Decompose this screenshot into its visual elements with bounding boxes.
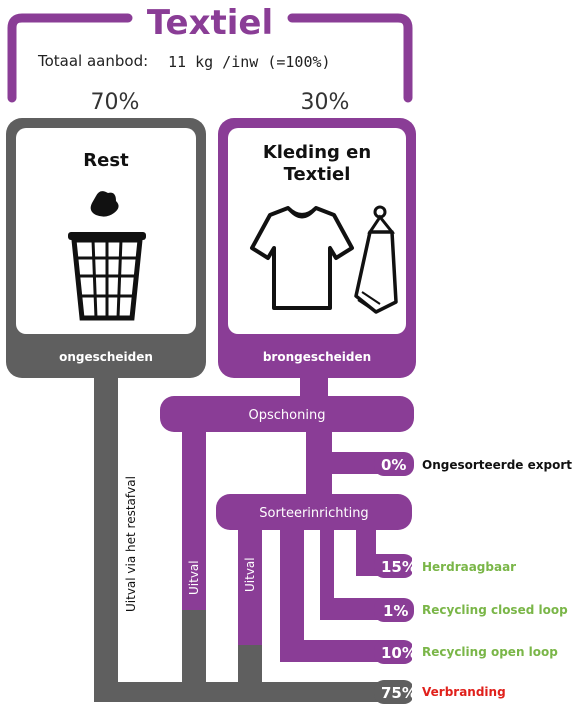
opschoning-label: Opschoning — [249, 408, 326, 423]
output-label: Verbranding — [422, 685, 506, 699]
output-label: Ongesorteerde export — [422, 458, 572, 472]
opschoning-node: Opschoning — [160, 396, 414, 432]
output-ongesorteerde-export: 0% Ongesorteerde export — [374, 452, 572, 476]
output-herdraagbaar: 15% Herdraagbaar — [374, 554, 516, 578]
output-label: Herdraagbaar — [422, 560, 516, 574]
separate-percentage: 30% — [301, 90, 350, 115]
title-bracket — [7, 13, 413, 103]
rest-card-footer: ongescheiden — [59, 350, 153, 364]
rest-card-title: Rest — [83, 150, 129, 171]
textile-card: Kleding en Textiel brongescheiden — [218, 118, 416, 378]
output-verbranding: 75% Verbranding — [374, 680, 506, 704]
trash-bin-icon — [68, 191, 146, 321]
output-recycling-closed-loop: 1% Recycling closed loop — [374, 598, 568, 622]
output-recycling-open-loop: 10% Recycling open loop — [374, 640, 558, 664]
output-label: Recycling closed loop — [422, 603, 568, 617]
restafval-label: Uitval via het restafval — [124, 476, 138, 612]
uitval-label-1: Uitval — [187, 560, 201, 595]
output-label: Recycling open loop — [422, 645, 558, 659]
output-pct: 1% — [383, 602, 408, 620]
output-pct: 15% — [381, 558, 417, 576]
output-pct: 10% — [381, 644, 417, 662]
uitval-label-2: Uitval — [243, 557, 257, 592]
output-pct: 75% — [381, 684, 417, 702]
towel-on-hook-icon — [354, 205, 398, 314]
supply-value: 11 kg /inw (=100%) — [168, 53, 331, 71]
rest-percentage: 70% — [91, 90, 140, 115]
tshirt-icon — [250, 206, 354, 310]
output-pct: 0% — [381, 456, 406, 474]
sorteer-label: Sorteerinrichting — [259, 506, 368, 521]
page-title: Textiel — [147, 3, 273, 43]
grey-flows — [94, 370, 382, 702]
textile-card-title-line2: Textiel — [284, 164, 351, 185]
textile-card-footer: brongescheiden — [263, 350, 371, 364]
supply-label: Totaal aanbod: — [37, 52, 148, 70]
rest-card: Rest ongescheiden — [6, 118, 206, 378]
sorteer-node: Sorteerinrichting — [216, 494, 412, 530]
textile-card-title-line1: Kleding en — [263, 142, 371, 163]
